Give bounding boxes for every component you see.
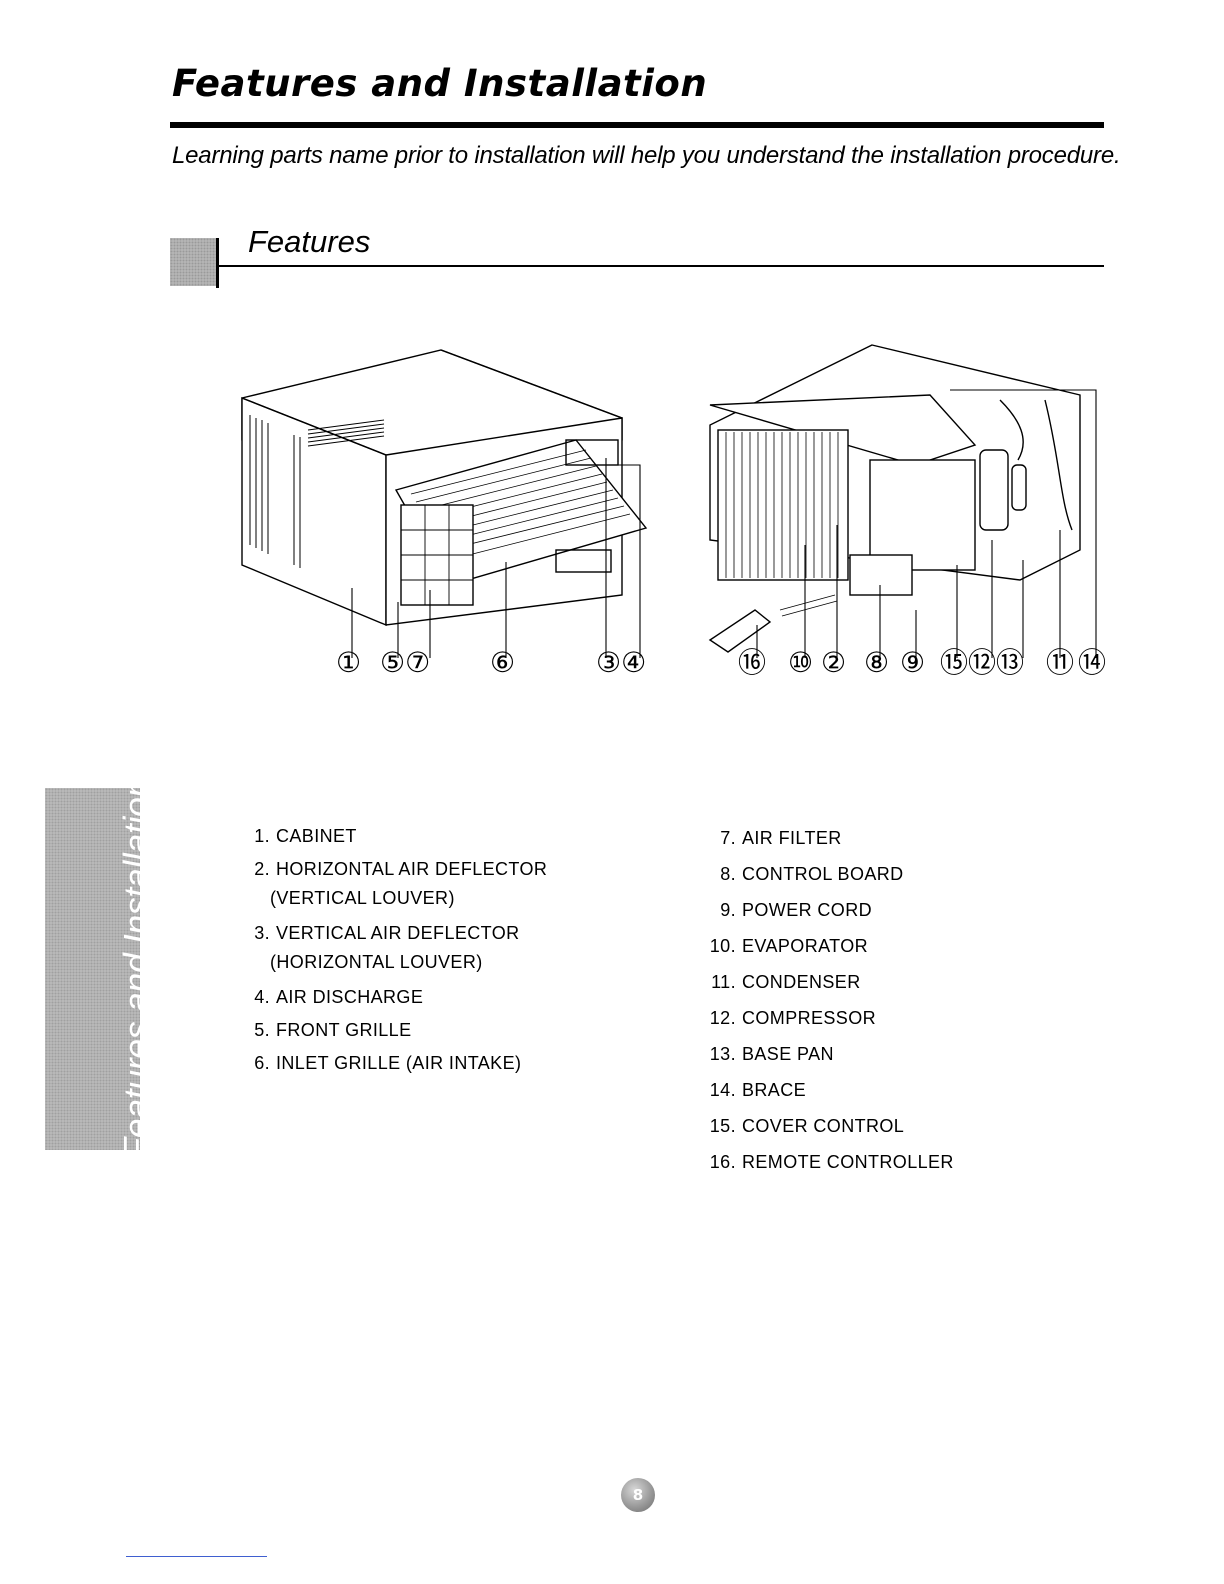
- part-number: 16.: [709, 1152, 736, 1172]
- part-name: CONTROL BOARD: [742, 864, 904, 884]
- page-title: Features and Installation: [172, 62, 708, 105]
- part-number: 4.: [254, 987, 270, 1007]
- callout-number: ⑨: [900, 646, 926, 679]
- part-name: BASE PAN: [742, 1044, 834, 1064]
- list-item: 13. BASE PAN: [704, 1036, 954, 1072]
- callout-number: ②: [821, 646, 847, 679]
- part-name: REMOTE CONTROLLER: [742, 1152, 954, 1172]
- front-view-illustration: [241, 349, 648, 658]
- page-number: 8: [621, 1478, 655, 1512]
- part-number: 11.: [711, 972, 736, 992]
- list-item: 5. FRONT GRILLE: [246, 1014, 547, 1047]
- section-marker: [170, 238, 218, 286]
- part-name: BRACE: [742, 1080, 807, 1100]
- part-name: AIR DISCHARGE: [276, 987, 424, 1007]
- part-number: 2.: [254, 859, 270, 879]
- list-item: 16. REMOTE CONTROLLER: [704, 1144, 954, 1180]
- list-item: 14. BRACE: [704, 1072, 954, 1108]
- part-number: 10.: [709, 936, 736, 956]
- part-name: POWER CORD: [742, 900, 872, 920]
- list-item: 12. COMPRESSOR: [704, 1000, 954, 1036]
- section-rule: [216, 265, 1104, 267]
- part-number: 14.: [709, 1080, 736, 1100]
- callout-number: ⑩: [788, 646, 814, 679]
- part-number: 6.: [254, 1053, 270, 1073]
- list-item: 15. COVER CONTROL: [704, 1108, 954, 1144]
- callout-number: ①: [336, 646, 362, 679]
- part-name: VERTICAL AIR DEFLECTOR: [276, 923, 520, 943]
- part-number: 5.: [254, 1020, 270, 1040]
- part-name: INLET GRILLE (AIR INTAKE): [276, 1053, 522, 1073]
- list-item: 4. AIR DISCHARGE: [246, 981, 547, 1014]
- part-number: 9.: [720, 900, 736, 920]
- list-item: 7. AIR FILTER: [704, 820, 954, 856]
- footer-rule: [126, 1556, 267, 1557]
- part-name: CONDENSER: [742, 972, 861, 992]
- part-number: 1.: [254, 826, 270, 846]
- parts-list-right: 7. AIR FILTER 8. CONTROL BOARD 9. POWER …: [704, 820, 954, 1180]
- part-name: EVAPORATOR: [742, 936, 869, 956]
- part-number: 15.: [709, 1116, 736, 1136]
- title-rule: [170, 122, 1104, 128]
- list-item: 11. CONDENSER: [704, 964, 954, 1000]
- section-tick: [216, 238, 219, 288]
- part-name: AIR FILTER: [742, 828, 842, 848]
- callout-number: ⑯: [738, 646, 767, 679]
- list-item: 1. CABINET: [246, 820, 547, 853]
- part-number: 12.: [709, 1008, 736, 1028]
- part-number: 3.: [254, 923, 270, 943]
- part-name: HORIZONTAL AIR DEFLECTOR: [276, 859, 548, 879]
- part-name: CABINET: [276, 826, 357, 846]
- callout-number: ⑪: [1046, 646, 1075, 679]
- part-subname: (HORIZONTAL LOUVER): [270, 952, 483, 972]
- list-item: 6. INLET GRILLE (AIR INTAKE): [246, 1047, 547, 1080]
- part-number: 13.: [709, 1044, 736, 1064]
- parts-list-left: 1. CABINET 2. HORIZONTAL AIR DEFLECTOR (…: [246, 820, 547, 1080]
- part-name: FRONT GRILLE: [276, 1020, 412, 1040]
- callout-number: ③④: [596, 646, 647, 679]
- list-item: 3. VERTICAL AIR DEFLECTOR: [246, 917, 547, 950]
- callout-number: ⑭: [1078, 646, 1107, 679]
- part-number: 8.: [720, 864, 736, 884]
- page-subtitle: Learning parts name prior to installatio…: [172, 142, 1121, 169]
- list-item: 9. POWER CORD: [704, 892, 954, 928]
- callout-number: ⑮⑫⑬: [940, 646, 1025, 679]
- side-tab: Features and Installation: [45, 778, 157, 1160]
- side-tab-label: Features and Installation: [115, 778, 157, 1160]
- callout-number: ⑥: [490, 646, 516, 679]
- part-name: COVER CONTROL: [742, 1116, 905, 1136]
- list-item: 8. CONTROL BOARD: [704, 856, 954, 892]
- list-item: 10. EVAPORATOR: [704, 928, 954, 964]
- part-subname: (VERTICAL LOUVER): [270, 888, 455, 908]
- part-number: 7.: [720, 828, 736, 848]
- callout-number: ⑤⑦: [380, 646, 431, 679]
- part-name: COMPRESSOR: [742, 1008, 877, 1028]
- list-item: 2. HORIZONTAL AIR DEFLECTOR: [246, 853, 547, 886]
- callout-number: ⑧: [864, 646, 890, 679]
- inside-view-illustration: [708, 344, 1097, 658]
- section-title: Features: [248, 224, 371, 259]
